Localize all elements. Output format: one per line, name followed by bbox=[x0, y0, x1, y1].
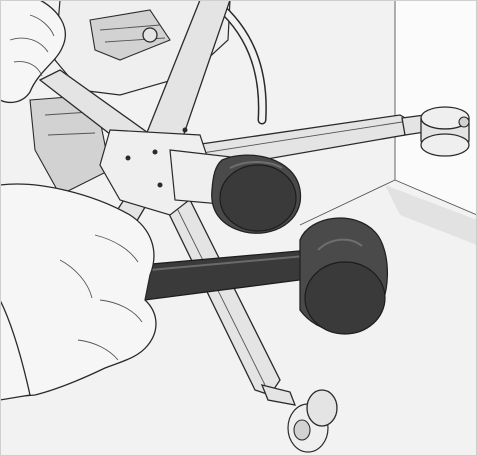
caster-axle bbox=[459, 117, 469, 127]
hub-rivet bbox=[126, 156, 131, 161]
hub-rivet bbox=[158, 183, 163, 188]
mallet-face bbox=[305, 262, 385, 334]
caster-wheel-base bbox=[421, 134, 469, 156]
hub-rivet bbox=[183, 128, 188, 133]
cylinder-cap-face bbox=[220, 165, 296, 231]
caster-axle bbox=[294, 420, 310, 440]
hub-rivet bbox=[153, 150, 158, 155]
mechanism-bolt bbox=[143, 28, 157, 42]
caster-wheel-back bbox=[307, 390, 337, 426]
